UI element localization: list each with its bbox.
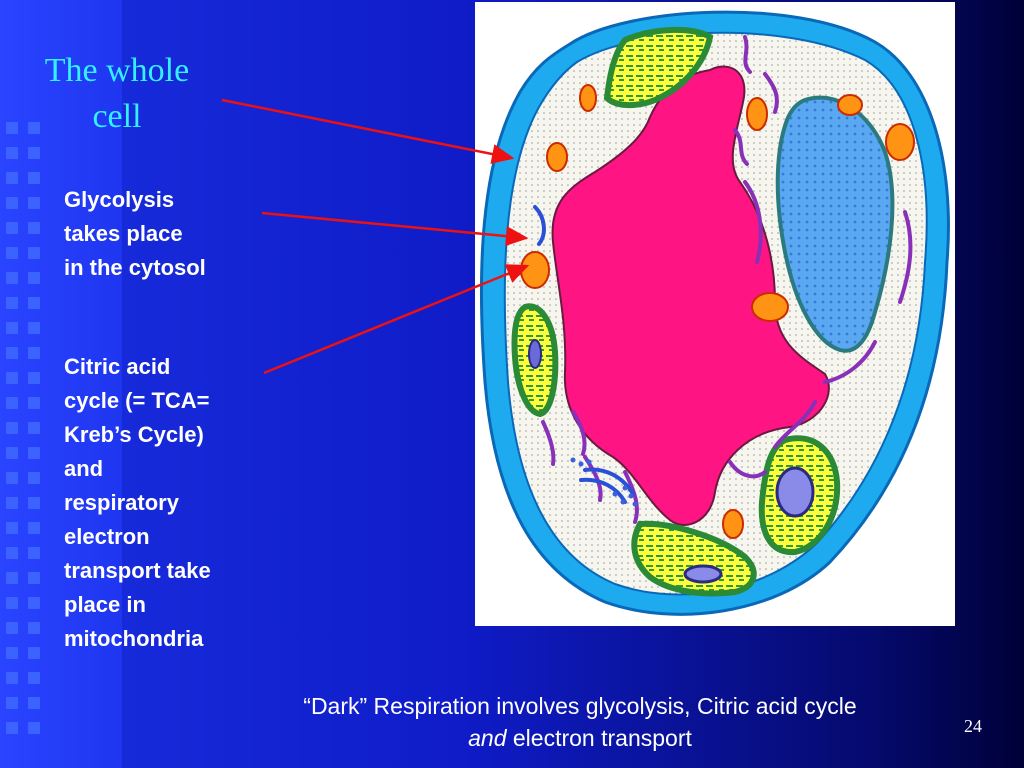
vesicles	[570, 457, 638, 507]
endoplasmic-reticulum	[541, 35, 913, 524]
slide-title: The whole cell	[44, 52, 190, 135]
decorative-square	[28, 347, 40, 359]
decorative-square	[6, 397, 18, 409]
mitochondria	[520, 84, 915, 539]
decorative-square	[6, 647, 18, 659]
vacuole	[551, 65, 830, 526]
decorative-square	[28, 622, 40, 634]
decorative-square	[6, 447, 18, 459]
nucleus	[775, 95, 895, 353]
arrow-whole-cell	[221, 98, 515, 164]
decorative-square	[28, 172, 40, 184]
decorative-square	[28, 147, 40, 159]
decorative-square	[6, 422, 18, 434]
decorative-square	[28, 447, 40, 459]
decorative-square	[28, 197, 40, 209]
decorative-square	[6, 597, 18, 609]
slide-caption: “Dark” Respiration involves glycolysis, …	[200, 690, 960, 754]
decorative-square	[6, 172, 18, 184]
decorative-square	[28, 472, 40, 484]
golgi-apparatus	[533, 205, 635, 504]
decorative-square	[28, 572, 40, 584]
decorative-square	[28, 297, 40, 309]
plant-cell-illustration	[479, 10, 950, 616]
decorative-square	[28, 722, 40, 734]
caption-line-2-rest: electron transport	[506, 725, 692, 751]
decorative-square	[6, 197, 18, 209]
decorative-square	[6, 522, 18, 534]
chloroplasts	[511, 26, 841, 597]
caption-line-2: and electron transport	[200, 722, 960, 754]
decorative-square	[28, 397, 40, 409]
caption-emphasis: and	[468, 725, 507, 751]
glycolysis-label: Glycolysis takes place in the cytosol	[64, 187, 206, 280]
decorative-square	[6, 497, 18, 509]
decorative-square	[6, 547, 18, 559]
caption-line-1: “Dark” Respiration involves glycolysis, …	[303, 693, 857, 719]
decorative-square	[28, 247, 40, 259]
decorative-square	[6, 322, 18, 334]
decorative-square	[6, 297, 18, 309]
decorative-square	[6, 347, 18, 359]
decorative-square	[28, 522, 40, 534]
decorative-square	[6, 472, 18, 484]
decorative-square	[6, 122, 18, 134]
decorative-square	[6, 272, 18, 284]
decorative-square	[6, 697, 18, 709]
decorative-strip	[0, 0, 122, 768]
decorative-square	[28, 122, 40, 134]
decorative-square	[6, 222, 18, 234]
decorative-square	[28, 672, 40, 684]
decorative-square	[6, 672, 18, 684]
decorative-square	[28, 272, 40, 284]
decorative-square	[6, 147, 18, 159]
decorative-square	[28, 497, 40, 509]
decorative-square	[28, 372, 40, 384]
decorative-square	[6, 247, 18, 259]
decorative-square	[6, 372, 18, 384]
decorative-square	[28, 222, 40, 234]
citric-acid-cycle-label: Citric acid cycle (= TCA= Kreb’s Cycle) …	[64, 354, 211, 651]
decorative-square	[28, 697, 40, 709]
slide-number: 24	[964, 716, 982, 736]
decorative-square	[6, 572, 18, 584]
decorative-square	[28, 422, 40, 434]
plant-cell-diagram	[475, 2, 955, 626]
decorative-square	[28, 322, 40, 334]
decorative-square	[6, 622, 18, 634]
decorative-square	[28, 597, 40, 609]
decorative-square	[28, 547, 40, 559]
decorative-square	[28, 647, 40, 659]
decorative-square	[6, 722, 18, 734]
